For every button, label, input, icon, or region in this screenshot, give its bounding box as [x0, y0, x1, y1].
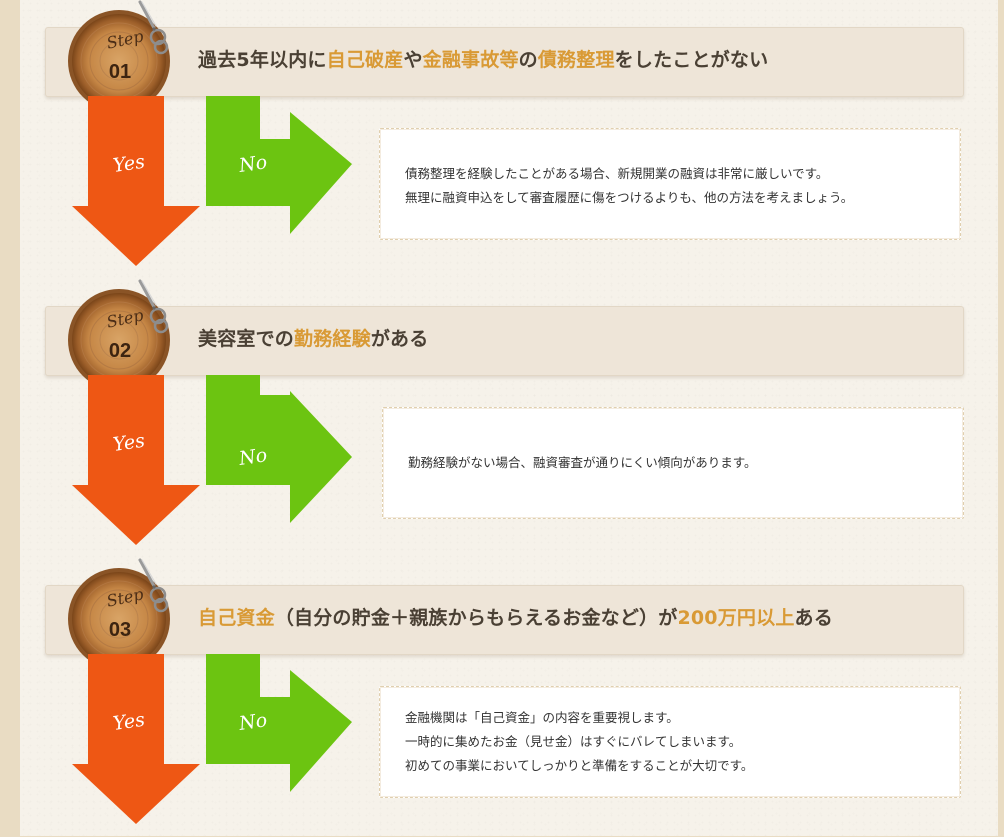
scissors-icon	[138, 279, 169, 334]
explanation-line: 債務整理を経験したことがある場合、新規開業の融資は非常に厳しいです。	[405, 166, 829, 181]
yes-arrow	[72, 654, 200, 824]
yes-label: Yes	[112, 709, 147, 735]
no-label: No	[237, 444, 269, 470]
title-text: 過去5年以内に	[198, 49, 327, 71]
title-highlight: 自己破産	[326, 49, 404, 71]
question-title: 過去5年以内に自己破産や金融事故等の債務整理をしたことがない	[198, 43, 768, 77]
step-03: Step 03 自己資金（自分の貯金＋親族からもらえるお金など）が200万円以上…	[0, 558, 1004, 837]
explanation-line: 一時的に集めたお金（見せ金）はすぐにバレてしまいます。	[405, 734, 742, 749]
no-arrow	[206, 654, 352, 792]
flow-arrows: Yes No	[72, 654, 352, 824]
wood-slice-icon	[68, 568, 170, 670]
question-banner	[45, 306, 964, 376]
scissors-icon	[138, 558, 169, 613]
step-number: 01	[108, 61, 132, 83]
yes-label: Yes	[112, 430, 147, 456]
wood-slice-icon	[68, 10, 170, 112]
step-01: Step 01 過去5年以内に自己破産や金融事故等の債務整理をしたことがない Y…	[0, 0, 1004, 279]
question-banner	[45, 27, 964, 97]
yes-label: Yes	[112, 151, 147, 177]
yes-arrow	[72, 375, 200, 545]
explanation-line: 勤務経験がない場合、融資審査が通りにくい傾向があります。	[408, 455, 757, 470]
title-highlight: 勤務経験	[294, 328, 371, 350]
step-number: 03	[108, 619, 132, 641]
explanation-box: 金融機関は「自己資金」の内容を重要視します。 一時的に集めたお金（見せ金）はすぐ…	[379, 686, 961, 798]
title-text: の	[518, 49, 538, 71]
no-label: No	[237, 709, 269, 735]
step-badge: Step 03	[64, 558, 174, 670]
title-text: 美容室での	[198, 328, 295, 350]
question-banner	[45, 585, 964, 655]
flow-arrows: Yes No	[72, 96, 352, 266]
title-text: や	[403, 49, 423, 71]
no-label: No	[237, 151, 269, 177]
step-number: 02	[108, 340, 132, 362]
step-02: Step 02 美容室での勤務経験がある Yes No 勤務経験がない場合、融資…	[0, 279, 1004, 558]
no-arrow	[206, 375, 352, 523]
title-highlight: 200万円以上	[677, 607, 795, 629]
explanation-line: 初めての事業においてしっかりと準備をすることが大切です。	[405, 758, 754, 773]
explanation-line: 金融機関は「自己資金」の内容を重要視します。	[405, 710, 679, 725]
no-arrow	[206, 96, 352, 234]
explanation-box: 債務整理を経験したことがある場合、新規開業の融資は非常に厳しいです。 無理に融資…	[379, 128, 961, 240]
question-title: 美容室での勤務経験がある	[198, 322, 428, 356]
explanation-box: 勤務経験がない場合、融資審査が通りにくい傾向があります。	[382, 407, 964, 519]
flow-arrows: Yes No	[72, 375, 352, 545]
title-text: をしたことがない	[614, 49, 769, 71]
wood-slice-icon	[68, 289, 170, 391]
yes-arrow	[72, 96, 200, 266]
title-text: がある	[370, 328, 429, 350]
title-text: ある	[794, 607, 833, 629]
title-text: （自分の貯金＋親族からもらえるお金など）が	[274, 607, 678, 629]
title-highlight: 債務整理	[537, 49, 615, 71]
step-badge: Step 02	[64, 279, 174, 391]
title-highlight: 金融事故等	[422, 49, 519, 71]
title-highlight: 自己資金	[198, 607, 275, 629]
question-title: 自己資金（自分の貯金＋親族からもらえるお金など）が200万円以上ある	[198, 601, 833, 635]
step-badge: Step 01	[64, 0, 174, 112]
explanation-line: 無理に融資申込をして審査履歴に傷をつけるよりも、他の方法を考えましょう。	[405, 190, 854, 205]
scissors-icon	[138, 0, 169, 55]
